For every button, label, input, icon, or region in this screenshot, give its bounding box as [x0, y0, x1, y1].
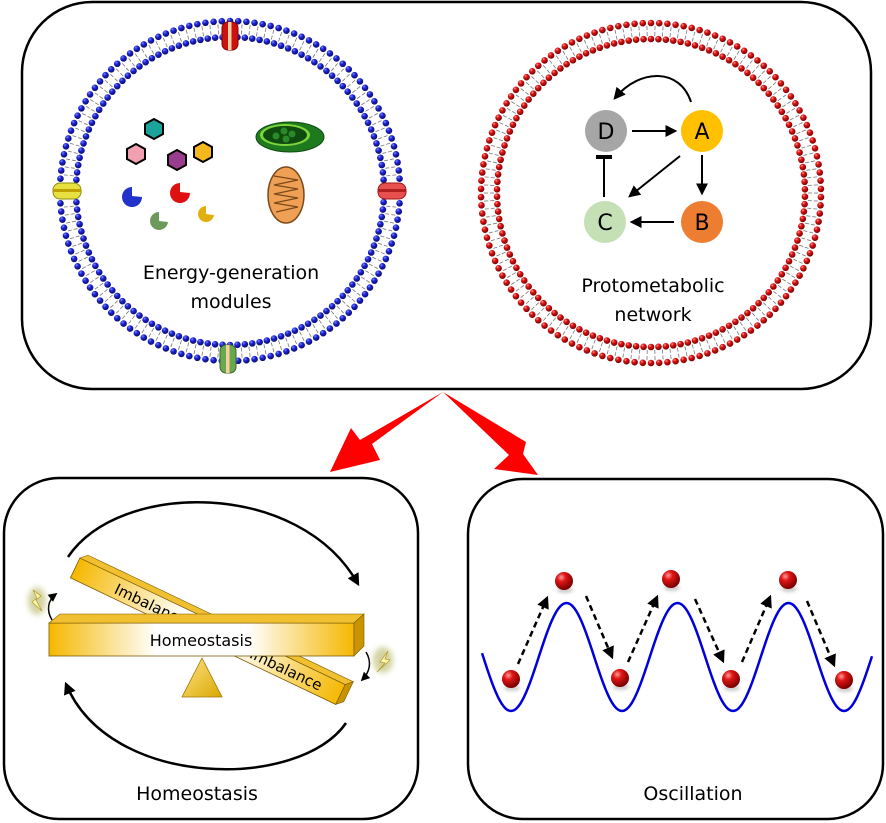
ball-5 [722, 670, 740, 688]
node-A-label: A [694, 120, 709, 145]
node-B-label: B [694, 211, 709, 236]
left-cell-label-line1: Energy-generation [143, 262, 319, 284]
fulcrum-triangle [181, 657, 223, 698]
node-D [585, 110, 627, 152]
arrow-bottom-curve [64, 681, 348, 771]
oscillation-caption: Oscillation [643, 783, 742, 805]
channel-yellow-left [52, 182, 82, 200]
ball-3 [611, 669, 629, 687]
channel-pink-right [377, 182, 407, 200]
channel-red-top [221, 21, 239, 51]
homeostasis-beam: Homeostasis [48, 613, 365, 657]
branch-arrows [330, 392, 538, 475]
node-D-label: D [598, 120, 615, 145]
edge-A-to-C [628, 155, 681, 198]
right-cell-label-line2: network [614, 304, 691, 326]
node-C-label: C [597, 211, 612, 236]
ball-7 [835, 671, 853, 689]
dashed-arrow-1 [516, 595, 549, 665]
pacman-green [150, 212, 168, 230]
ball-1 [502, 670, 520, 688]
dashed-arrow-3 [626, 594, 659, 663]
ball-6 [779, 571, 797, 589]
left-cell-label-line2: modules [190, 291, 271, 313]
edge-A-to-D-curved [613, 75, 692, 103]
hexagon-orange [193, 140, 213, 164]
lightning-icon-right [373, 647, 393, 673]
channel-green-bottom [219, 344, 237, 374]
dashed-arrow-6 [805, 600, 836, 668]
mitochondrion-icon [267, 166, 305, 224]
node-B [681, 201, 723, 243]
arrow-to-oscillation [443, 392, 538, 475]
right-cell-label-line1: Protometabolic [581, 275, 724, 297]
homeostasis-beam-label: Homeostasis [150, 631, 253, 650]
hexagon-purple [167, 148, 187, 172]
feedback-arrows [47, 501, 371, 771]
ball-4 [662, 570, 680, 588]
hexagon-teal [144, 117, 164, 141]
oscillation-balls [502, 570, 853, 692]
dashed-arrow-4 [693, 598, 725, 664]
ball-2 [555, 572, 573, 590]
protometabolic-network: D A C B [584, 75, 723, 243]
arrow-small-left [47, 592, 58, 621]
oscillation-panel-frame [466, 477, 885, 821]
pacman-blue [122, 187, 142, 207]
oscillation-wave [480, 601, 874, 713]
pacman-yellow [198, 206, 214, 222]
node-A [681, 110, 723, 152]
node-C [584, 201, 626, 243]
lightning-icon-left [28, 587, 46, 615]
arrow-small-right [360, 651, 371, 682]
oscillation-dashed-arrows [516, 594, 836, 668]
arrow-to-homeostasis [330, 392, 443, 472]
hexagon-pink [126, 142, 146, 166]
pacman-red [170, 183, 190, 203]
dashed-arrow-5 [740, 594, 772, 663]
chloroplast-icon [255, 121, 325, 153]
membrane-channels [52, 21, 407, 374]
dashed-arrow-2 [584, 595, 614, 660]
energy-molecules [122, 117, 214, 230]
homeostasis-caption: Homeostasis [136, 783, 258, 805]
top-panel-frame [20, 0, 873, 391]
arrow-top-curve [66, 501, 360, 587]
cell-membrane-red [477, 19, 825, 367]
